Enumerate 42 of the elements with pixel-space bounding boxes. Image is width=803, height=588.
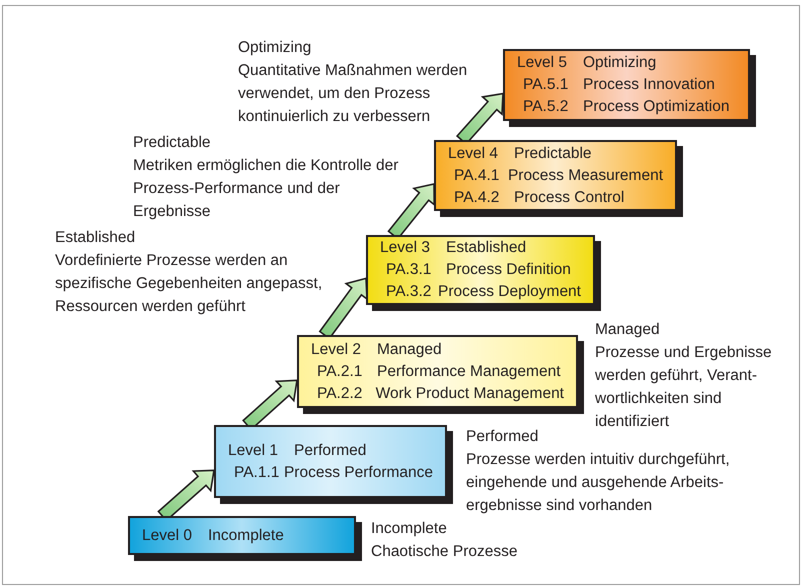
level-name: Incomplete: [208, 526, 284, 546]
level-description: Prozesse und Ergebnisse werden geführt, Verant-wortlichkeiten sind identifiziert: [595, 343, 773, 432]
level-name: Established: [446, 238, 526, 258]
level-name: Performed: [294, 440, 366, 460]
level-description: Prozesse werden intuitiv durchgeführt, eingehende und ausgehende Arbeits-ergebnisse sind vorhanden: [466, 450, 731, 516]
level-description: Quantitative Maßnahmen werden verwendet, um den Prozess kontinuierlich zu verbessern: [238, 61, 468, 127]
process-attribute-name: Process Performance: [284, 462, 433, 482]
process-attribute-id: PA.1.1: [233, 462, 280, 482]
process-attribute-id: PA.5.1: [522, 75, 570, 95]
level-title: Optimizing: [238, 38, 312, 58]
level-name: Predictable: [514, 144, 592, 164]
process-attribute-name: Performance Management: [377, 362, 561, 382]
level-number: Level 0: [142, 526, 193, 546]
level-number: Level 4: [448, 144, 499, 164]
level-description: Vordefinierte Prozesse werden an spezifische Gegebenheiten angepasst, Ressourcen werden geführt: [55, 251, 324, 317]
process-attribute-id: PA.3.2: [385, 282, 432, 302]
process-attribute-name: Process Deployment: [438, 282, 581, 302]
process-attribute-id: PA.2.1: [316, 362, 364, 382]
level-number: Level 3: [380, 238, 431, 258]
level-number: Level 1: [228, 440, 279, 460]
level-name: Managed: [377, 340, 442, 360]
process-attribute-id: PA.2.2: [316, 384, 364, 404]
level-title: Performed: [466, 427, 540, 447]
process-attribute-id: PA.3.1: [385, 260, 432, 280]
process-attribute-name: Process Optimization: [583, 97, 730, 117]
level-description: Metriken ermöglichen die Kontrolle der Prozess-Performance und der Ergebnisse: [133, 156, 400, 222]
process-attribute-id: PA.5.2: [522, 97, 570, 117]
level-description: Chaotische Prozesse: [371, 542, 518, 562]
level-title: Established: [55, 228, 136, 248]
process-attribute-name: Process Innovation: [583, 75, 715, 95]
level-title: Incomplete: [371, 519, 448, 539]
level-number: Level 5: [517, 53, 568, 73]
process-attribute-id: PA.4.2: [453, 188, 500, 208]
level-number: Level 2: [311, 340, 362, 360]
level-name: Optimizing: [583, 53, 656, 73]
level-title: Predictable: [133, 133, 212, 153]
process-attribute-name: Process Measurement: [508, 166, 663, 186]
process-attribute-name: Work Product Management: [376, 384, 564, 404]
level-title: Managed: [595, 320, 661, 340]
process-attribute-name: Process Control: [514, 188, 624, 208]
process-attribute-name: Process Definition: [446, 260, 571, 280]
process-attribute-id: PA.4.1: [453, 166, 500, 186]
